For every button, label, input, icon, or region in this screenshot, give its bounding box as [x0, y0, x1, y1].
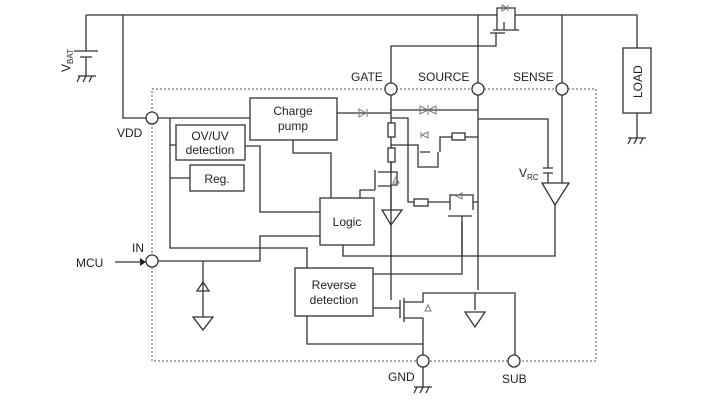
ovuv-label-2: detection	[186, 143, 235, 157]
clamp-diode-icon	[195, 280, 211, 292]
vrc-label: VRC	[519, 166, 539, 182]
charge-pump-block	[249, 97, 338, 141]
pin-in	[145, 254, 159, 268]
diode-icon	[358, 108, 368, 118]
pin-gnd	[416, 354, 430, 368]
pin-source	[471, 82, 485, 96]
sub-label: SUB	[502, 372, 527, 386]
resistor-icon	[387, 147, 396, 163]
battery-rail	[74, 14, 638, 119]
mcu-label: MCU	[76, 256, 103, 270]
pin-sub	[507, 354, 521, 368]
vdd-label: VDD	[117, 126, 143, 140]
ovuv-block	[175, 124, 246, 161]
zener-icon	[419, 105, 437, 115]
arrow-head-icon	[140, 258, 146, 266]
reverse-detection-block	[294, 267, 374, 317]
sense-label: SENSE	[513, 70, 554, 84]
ic-boundary	[151, 88, 597, 362]
load-label: LOAD	[631, 65, 645, 98]
charge-pump-label-1: Charge	[273, 104, 313, 118]
logic-label: Logic	[333, 215, 362, 229]
resistor-icon	[387, 122, 396, 138]
gnd-label: GND	[388, 370, 415, 384]
source-label: SOURCE	[418, 70, 469, 84]
load-box	[622, 47, 652, 114]
gnd-ground-icon	[413, 367, 432, 394]
pin-sense	[555, 82, 569, 96]
resistor-icon	[413, 198, 429, 207]
reg-label: Reg.	[204, 172, 229, 186]
vbat-label: VBAT	[59, 49, 75, 72]
gate-label: GATE	[351, 70, 383, 84]
logic-block	[319, 197, 375, 246]
in-label: IN	[132, 241, 144, 255]
charge-pump-label-2: pump	[278, 119, 308, 133]
pin-gate	[384, 82, 398, 96]
pin-vdd	[145, 111, 159, 125]
reverse-label-2: detection	[310, 293, 359, 307]
reg-block	[189, 164, 245, 192]
ground-triangle-icon	[380, 209, 404, 227]
reverse-label-1: Reverse	[312, 278, 357, 292]
ground-triangle-icon	[463, 311, 487, 329]
ovuv-label-1: OV/UV	[191, 129, 228, 143]
ground-triangle-icon	[191, 316, 215, 332]
load-ground	[627, 113, 646, 145]
comparator-icon	[540, 182, 571, 207]
external-mosfet	[390, 4, 563, 83]
resistor-icon	[451, 132, 466, 141]
